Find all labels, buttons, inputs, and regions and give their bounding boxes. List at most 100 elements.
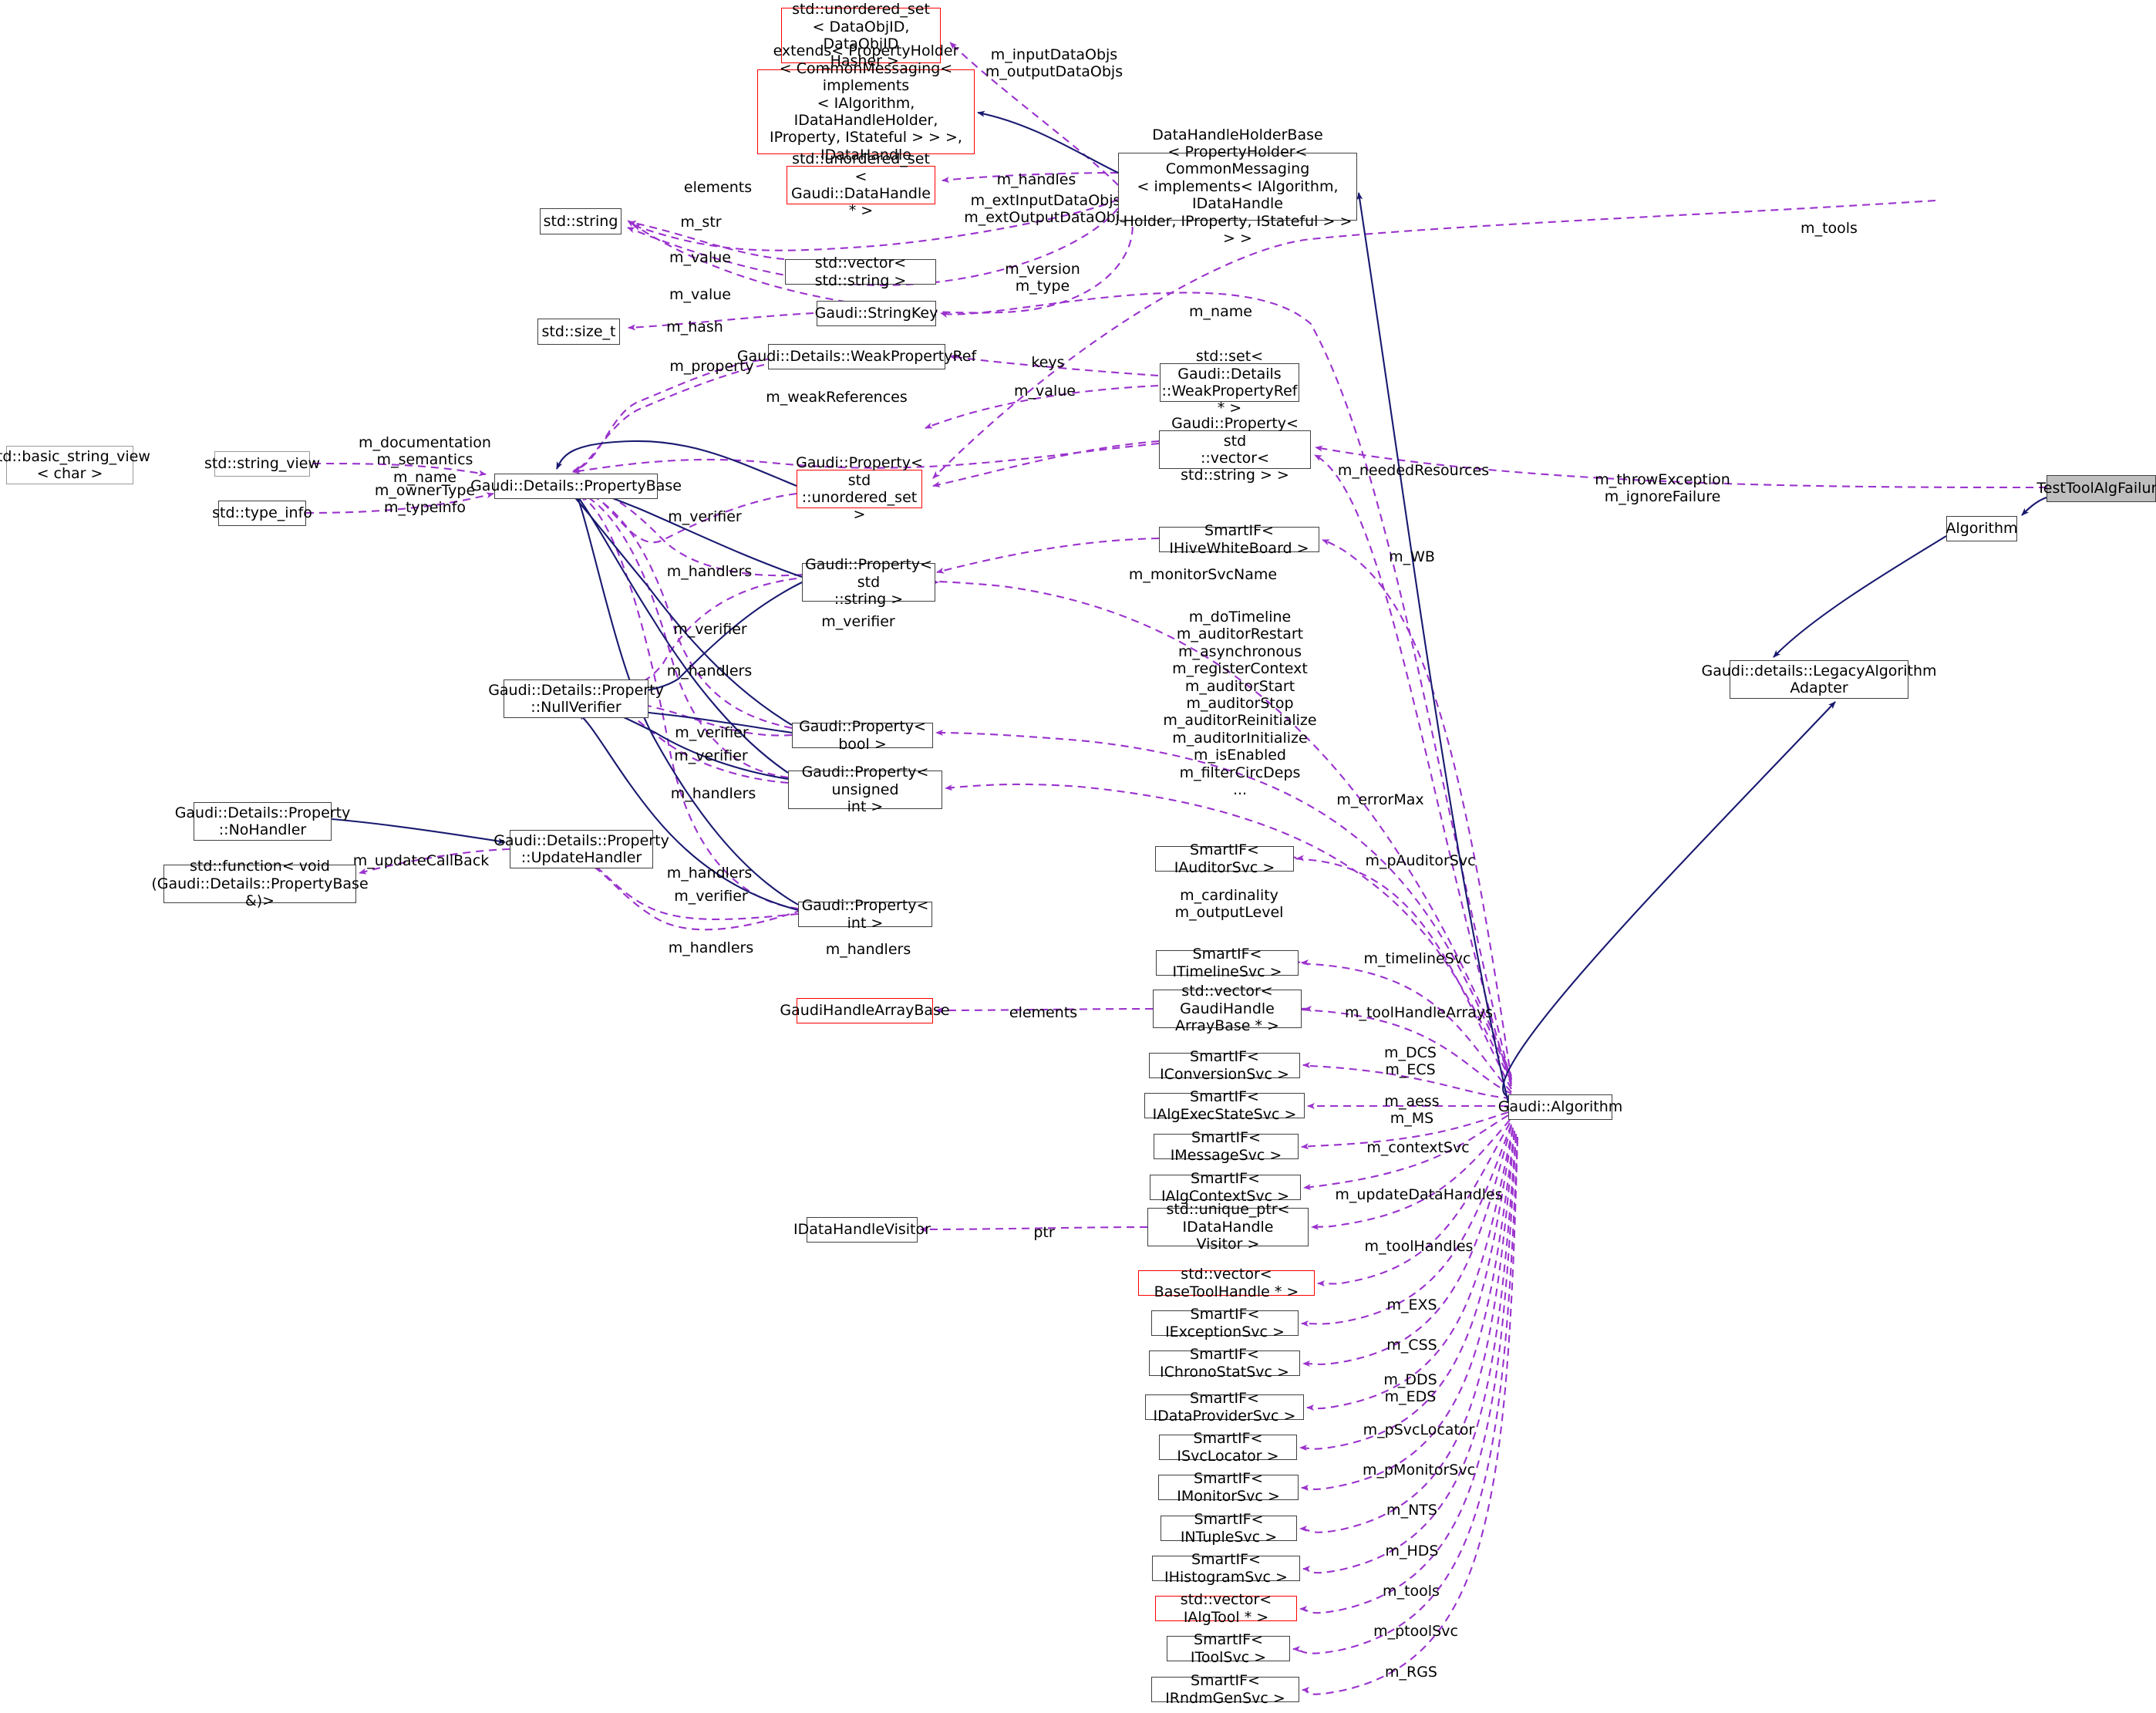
edge-label-elements_handles: elements — [1009, 1004, 1078, 1021]
class-node-smartif_irndmgensvc[interactable]: SmartIF< IRndmGenSvc > — [1151, 1672, 1299, 1707]
edge-label-pmonitorsvc: m_pMonitorSvc — [1362, 1462, 1476, 1479]
class-node-smartif_ihivewhiteboard[interactable]: SmartIF< IHiveWhiteBoard > — [1159, 522, 1319, 557]
edge-label-hds: m_HDS — [1385, 1543, 1439, 1560]
class-node-string_view[interactable]: std::string_view — [204, 451, 320, 477]
class-node-vector_gaudihandlearraybase[interactable]: std::vector< GaudiHandle ArrayBase * > — [1153, 983, 1302, 1034]
class-node-smartif_ialgcontextsvc[interactable]: SmartIF< IAlgContextSvc > — [1150, 1170, 1301, 1205]
class-node-smartif_ichronostatsvc[interactable]: SmartIF< IChronoStatSvc > — [1149, 1346, 1300, 1381]
edge-label-css: m_CSS — [1386, 1337, 1437, 1354]
class-node-property_vector_string[interactable]: Gaudi::Property< std ::vector< std::stri… — [1159, 415, 1311, 484]
edge-label-mtools_top: m_tools — [1801, 220, 1858, 237]
edge-label-mhash: m_hash — [666, 319, 723, 336]
edge-label-elements_string: elements — [683, 179, 753, 196]
edge-label-dcs_ecs: m_DCS m_ECS — [1384, 1044, 1437, 1079]
class-node-std_string[interactable]: std::string — [540, 208, 622, 234]
edge-label-nts: m_NTS — [1386, 1502, 1437, 1519]
class-node-smartif_intuplesvc[interactable]: SmartIF< INTupleSvc > — [1161, 1511, 1297, 1546]
edge-label-handles: m_handles — [996, 171, 1076, 188]
edge-label-errormax: m_errorMax — [1336, 791, 1424, 808]
class-node-nohandler[interactable]: Gaudi::Details::Property ::NoHandler — [175, 802, 350, 841]
class-node-propertybase[interactable]: Gaudi::Details::PropertyBase — [470, 474, 682, 499]
edge-label-mverifier2: m_verifier — [821, 613, 895, 630]
class-node-vector_ialgtool[interactable]: std::vector< IAlgTool * > — [1155, 1591, 1297, 1626]
class-node-smartif_idataprovidersvc[interactable]: SmartIF< IDataProviderSvc > — [1145, 1390, 1304, 1425]
edge-label-mhandlers1: m_handlers — [666, 563, 753, 580]
edge-label-tools_mid: m_tools — [1383, 1583, 1440, 1600]
class-node-smartif_itoolsvc[interactable]: SmartIF< IToolSvc > — [1167, 1631, 1290, 1666]
edge-label-bool_group: m_doTimeline m_auditorRestart m_asynchro… — [1163, 609, 1317, 799]
edge-label-pauditorsvc: m_pAuditorSvc — [1365, 852, 1476, 869]
edge-label-mverifier5: m_verifier — [674, 747, 748, 764]
edge-label-neededresources: m_neededResources — [1337, 462, 1490, 479]
edge-label-version_type: m_version m_type — [1005, 261, 1080, 295]
class-node-property_int[interactable]: Gaudi::Property< int > — [798, 897, 932, 932]
edge-label-ptoolsvc: m_ptoolSvc — [1373, 1623, 1458, 1640]
class-node-property_string[interactable]: Gaudi::Property< std ::string > — [802, 556, 935, 608]
edge-label-mwb: m_WB — [1389, 548, 1435, 565]
edge-label-mhandlers5: m_handlers — [668, 939, 754, 956]
edge-label-toolhandlearrays: m_toolHandleArrays — [1344, 1004, 1494, 1021]
edge-label-contextsvc: m_contextSvc — [1366, 1139, 1470, 1156]
edge-label-dds_eds: m_DDS m_EDS — [1383, 1371, 1437, 1406]
edge-label-mstr: m_str — [680, 214, 722, 231]
class-node-smartif_iconversionsvc[interactable]: SmartIF< IConversionSvc > — [1149, 1048, 1300, 1083]
edge-label-mverifier4: m_verifier — [675, 724, 749, 741]
class-node-unordered_set_dataobjid[interactable]: std::unordered_set < DataObjID, DataObjI… — [781, 1, 941, 69]
edge-label-mvalue2: m_value — [669, 286, 731, 303]
class-node-set_weakpropertyref[interactable]: std::set< Gaudi::Details ::WeakPropertyR… — [1160, 348, 1299, 416]
class-node-property_unsigned_int[interactable]: Gaudi::Property< unsigned int > — [788, 764, 942, 815]
edge-label-mverifier1: m_verifier — [668, 508, 742, 525]
class-node-extends_propertyholder[interactable]: extends< PropertyHolder < CommonMessagin… — [757, 42, 975, 180]
edge-label-throw_ignore: m_throwException m_ignoreFailure — [1595, 471, 1730, 506]
class-node-basic_string_view[interactable]: std::basic_string_view < char > — [0, 446, 150, 484]
class-node-algorithm[interactable]: Algorithm — [1945, 516, 2018, 541]
class-node-smartif_itimelinesvc[interactable]: SmartIF< ITimelineSvc > — [1156, 946, 1299, 980]
edge-label-inputoutput: m_inputDataObjs m_outputDataObjs — [985, 46, 1123, 81]
class-node-testtoolalgfailure[interactable]: TestToolAlgFailure — [2036, 475, 2156, 502]
class-node-unordered_set_datahandle[interactable]: std::unordered_set < Gaudi::DataHandle *… — [787, 150, 935, 219]
class-node-smartif_imonitorsvc[interactable]: SmartIF< IMonitorSvc > — [1158, 1470, 1299, 1505]
class-node-datahandleholderbase[interactable]: DataHandleHolderBase < PropertyHolder< C… — [1118, 126, 1357, 247]
edge-label-timelinesvc: m_timelineSvc — [1363, 950, 1471, 967]
class-node-vector_basetoolhandle[interactable]: std::vector< BaseToolHandle * > — [1138, 1266, 1315, 1300]
class-node-updatehandler[interactable]: Gaudi::Details::Property ::UpdateHandler — [494, 830, 669, 868]
class-node-property_unordered_set[interactable]: Gaudi::Property< std ::unordered_set > — [796, 454, 923, 524]
class-node-weakpropertyref[interactable]: Gaudi::Details::WeakPropertyRef — [737, 344, 976, 369]
class-node-idatahandlevisitor[interactable]: IDataHandleVisitor — [793, 1217, 931, 1243]
class-node-type_info[interactable]: std::type_info — [212, 501, 312, 526]
edge-label-ptr: ptr — [1033, 1224, 1055, 1241]
class-node-property_bool[interactable]: Gaudi::Property< bool > — [792, 718, 933, 753]
class-node-smartif_imessagesvc[interactable]: SmartIF< IMessageSvc > — [1154, 1129, 1299, 1164]
class-node-size_t[interactable]: std::size_t — [537, 319, 620, 345]
class-node-legacy_adapter[interactable]: Gaudi::details::LegacyAlgorithm Adapter — [1701, 660, 1937, 699]
edge-label-mverifier3: m_verifier — [673, 621, 747, 638]
edge-label-ownertype_typeinfo: m_ownerType m_typeinfo — [374, 482, 476, 517]
edge-label-psvclocator: m_pSvcLocator — [1363, 1421, 1475, 1438]
class-node-smartif_isvclocator[interactable]: SmartIF< ISvcLocator > — [1159, 1430, 1297, 1465]
edge-label-mhandlers4: m_handlers — [666, 865, 753, 882]
class-node-smartif_iexceptionsvc[interactable]: SmartIF< IExceptionSvc > — [1151, 1306, 1299, 1340]
class-node-smartif_ialgexecstatesvc[interactable]: SmartIF< IAlgExecStateSvc > — [1144, 1088, 1305, 1123]
edge-label-keys: keys — [1031, 354, 1065, 371]
class-node-unique_ptr_idatahandlevisitor[interactable]: std::unique_ptr< IDataHandle Visitor > — [1147, 1201, 1309, 1253]
class-node-nullverifier[interactable]: Gaudi::Details::Property ::NullVerifier — [488, 679, 664, 718]
class-node-smartif_iauditorsvc[interactable]: SmartIF< IAuditorSvc > — [1155, 841, 1294, 876]
edge-label-rgs: m_RGS — [1385, 1664, 1437, 1681]
edge-label-mverifier6: m_verifier — [674, 888, 748, 905]
edge-label-exs: m_EXS — [1386, 1297, 1437, 1313]
edge-label-updatedatahandles: m_updateDataHandles — [1335, 1186, 1503, 1203]
class-node-vector_string[interactable]: std::vector< std::string > — [785, 255, 936, 289]
class-node-gaudi_algorithm[interactable]: Gaudi::Algorithm — [1498, 1094, 1622, 1120]
edge-label-monitorsvcname: m_monitorSvcName — [1128, 566, 1278, 583]
edge-label-mname: m_name — [1189, 303, 1252, 320]
edge-label-mhandlers6: m_handlers — [825, 941, 911, 958]
edge-label-extinputoutput: m_extInputDataObjs m_extOutputDataObjs — [964, 192, 1127, 227]
class-node-gaudihandlearraybase[interactable]: GaudiHandleArrayBase — [780, 998, 950, 1023]
class-node-smartif_ihistogramsvc[interactable]: SmartIF< IHistogramSvc > — [1152, 1551, 1300, 1586]
class-node-function_void[interactable]: std::function< void (Gaudi::Details::Pro… — [151, 858, 369, 910]
edge-label-mhandlers3: m_handlers — [670, 785, 756, 802]
edge-label-mhandlers2: m_handlers — [666, 663, 753, 679]
class-node-stringkey[interactable]: Gaudi::StringKey — [815, 301, 938, 326]
